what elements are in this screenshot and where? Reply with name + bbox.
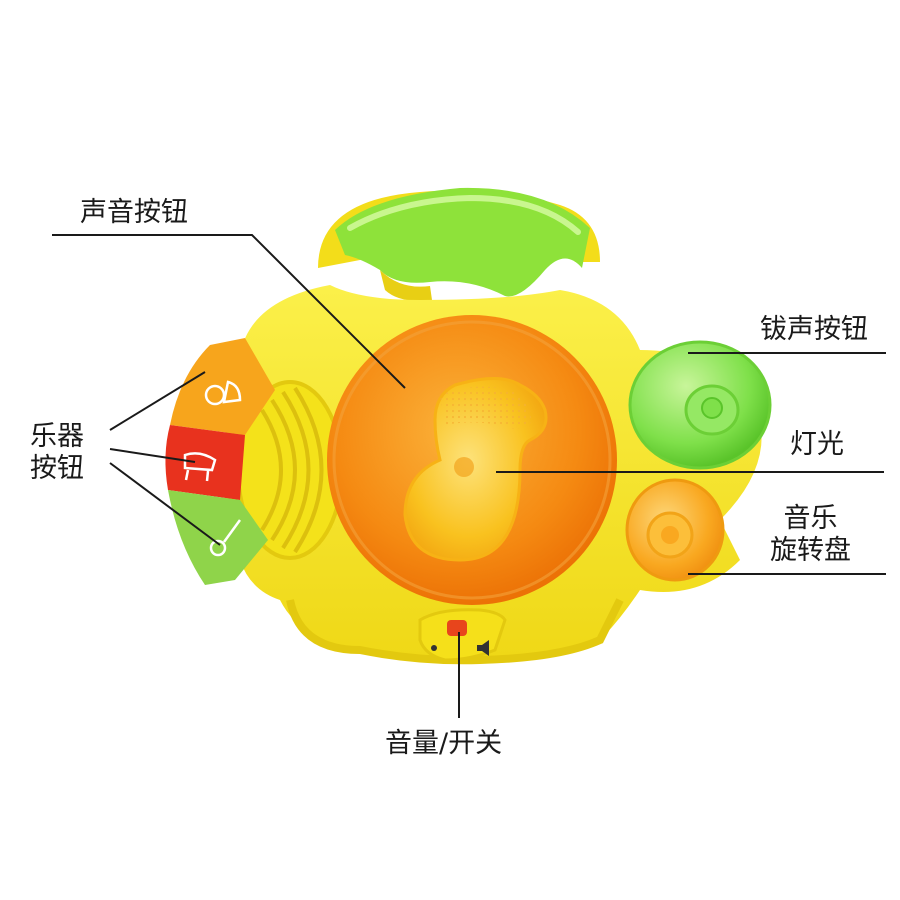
label-instrument-buttons: 乐器 按钮 [30, 421, 84, 485]
instrument-button-piano[interactable] [165, 425, 245, 500]
label-music-dial-line1: 音乐 [783, 503, 838, 534]
leader-sound-button [52, 234, 406, 389]
label-music-dial-line2: 旋转盘 [770, 535, 851, 566]
instrument-buttons [165, 338, 275, 585]
sound-button[interactable] [327, 315, 617, 605]
piano-icon [183, 452, 217, 482]
label-instrument-buttons-line2: 按钮 [30, 453, 84, 484]
volume-switch[interactable] [418, 608, 507, 662]
instrument-button-bell[interactable] [170, 338, 275, 435]
leader-instrument-bell [109, 371, 206, 431]
label-volume-switch: 音量/开关 [385, 728, 503, 759]
leader-instrument-guitar [109, 462, 221, 546]
leader-lines [52, 234, 886, 718]
light-sensor [454, 457, 474, 477]
leader-instrument-piano [109, 448, 196, 463]
label-instrument-buttons-line1: 乐器 [30, 421, 84, 452]
label-music-dial: 音乐 旋转盘 [770, 503, 851, 567]
handle [318, 187, 600, 301]
label-cymbal-button: 钹声按钮 [760, 314, 868, 345]
music-dial[interactable] [625, 478, 725, 582]
instrument-button-guitar[interactable] [168, 490, 268, 585]
guitar-icon [209, 519, 242, 557]
bell-icon [204, 380, 242, 406]
label-light: 灯光 [790, 429, 844, 460]
label-sound-button: 声音按钮 [80, 197, 188, 228]
speaker-icon [477, 640, 489, 656]
cymbal-button[interactable] [628, 340, 772, 470]
